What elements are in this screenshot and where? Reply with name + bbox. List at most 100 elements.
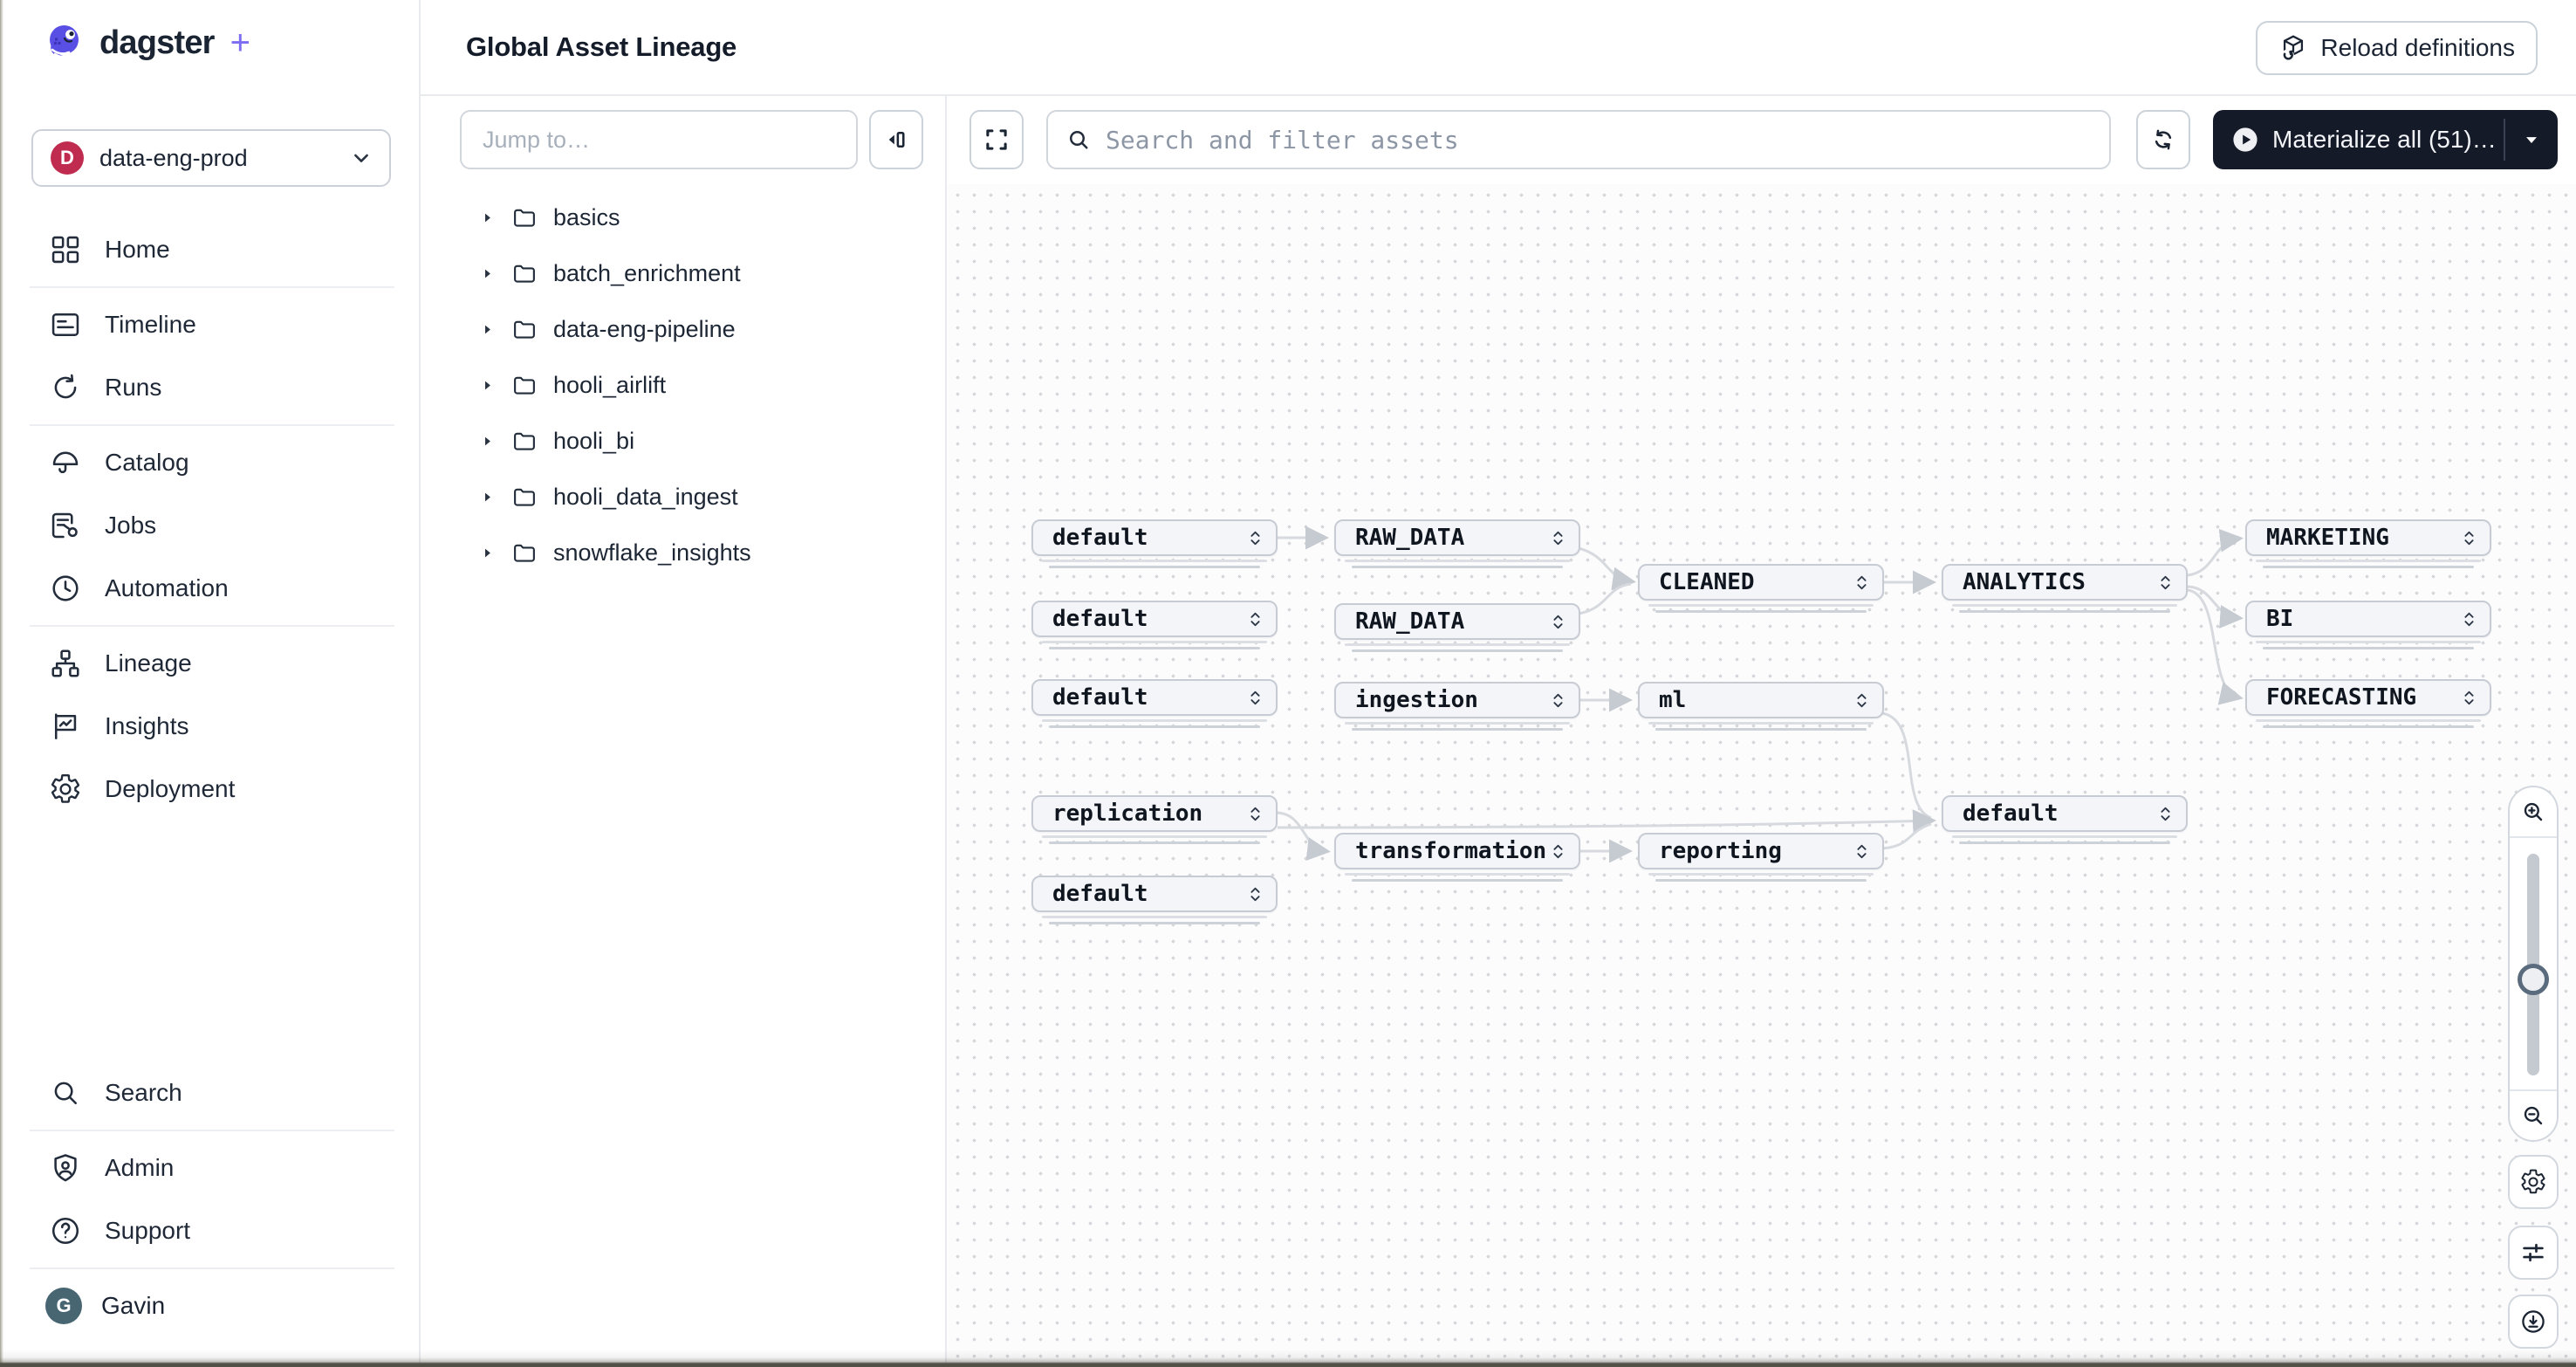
graph-node-ml[interactable]: ml (1638, 682, 1884, 731)
play-circle-icon (2230, 125, 2260, 155)
graph-node-transformation[interactable]: transformation (1334, 833, 1580, 882)
sidebar-item-insights[interactable]: Insights (0, 695, 419, 758)
zoom-in-icon (2520, 799, 2546, 825)
dagster-logo-icon (45, 23, 86, 63)
sidebar-item-label: Automation (105, 574, 229, 601)
materialize-all-label: Materialize all (51)… (2272, 126, 2497, 153)
tree-folder-label: hooli_bi (553, 427, 635, 454)
asset-search-input[interactable] (1104, 124, 2092, 155)
tree-folder-hooli_data_ingest[interactable]: hooli_data_ingest (421, 469, 945, 525)
zoom-controls (2508, 786, 2559, 1142)
folder-icon (506, 539, 543, 566)
graph-node-label: RAW_DATA (1355, 525, 1465, 551)
sidebar-item-label: Catalog (105, 449, 189, 476)
user-name: Gavin (101, 1292, 166, 1319)
search-icon (49, 1076, 82, 1109)
graph-node-CLEANED[interactable]: CLEANED (1638, 564, 1884, 613)
sidebar-item-catalog[interactable]: Catalog (0, 431, 419, 494)
graph-node-ingestion[interactable]: ingestion (1334, 682, 1580, 731)
fullscreen-icon (983, 126, 1011, 154)
unfold-icon (1249, 805, 1262, 823)
fullscreen-button[interactable] (969, 110, 1024, 169)
refresh-button[interactable] (2136, 110, 2190, 169)
collapse-panel-button[interactable] (869, 110, 923, 169)
materialize-all-main[interactable]: Materialize all (51)… (2213, 110, 2504, 169)
reload-definitions-button[interactable]: Reload definitions (2256, 21, 2538, 75)
graph-edge (1275, 811, 1331, 861)
graph-node-FORECASTING[interactable]: FORECASTING (2245, 679, 2491, 728)
user-menu[interactable]: G Gavin (0, 1274, 419, 1337)
reload-cube-icon (2278, 33, 2308, 63)
graph-node-label: reporting (1659, 838, 1782, 864)
graph-node-default[interactable]: default (1031, 519, 1278, 568)
graph-node-default[interactable]: default (1942, 795, 2188, 844)
sidebar-item-label: Admin (105, 1154, 175, 1181)
unfold-icon (1249, 885, 1262, 903)
sliders-icon (2519, 1239, 2547, 1267)
materialize-all-button[interactable]: Materialize all (51)… (2213, 110, 2558, 169)
graph-filters-button[interactable] (2508, 1226, 2559, 1280)
graph-node-label: default (1052, 881, 1148, 907)
tree-folder-data-eng-pipeline[interactable]: data-eng-pipeline (421, 301, 945, 357)
gear-icon (2519, 1168, 2547, 1196)
support-icon (49, 1214, 82, 1247)
sidebar-item-admin[interactable]: Admin (0, 1137, 419, 1199)
unfold-icon (1552, 613, 1565, 631)
graph-node-RAW_DATA[interactable]: RAW_DATA (1334, 519, 1580, 568)
graph-node-RAW_DATA[interactable]: RAW_DATA (1334, 603, 1580, 652)
sidebar-item-home[interactable]: Home (0, 218, 419, 281)
unfold-icon (1249, 610, 1262, 629)
brand[interactable]: dagster + (45, 23, 250, 63)
sidebar-item-deployment[interactable]: Deployment (0, 758, 419, 821)
graph-node-replication[interactable]: replication (1031, 795, 1278, 844)
download-icon (2519, 1308, 2547, 1336)
graph-node-label: ingestion (1355, 687, 1478, 713)
graph-node-label: ANALYTICS (1963, 569, 2086, 595)
tree-folder-hooli_airlift[interactable]: hooli_airlift (421, 357, 945, 413)
graph-node-default[interactable]: default (1031, 876, 1278, 924)
automation-icon (49, 572, 82, 605)
jump-to-input[interactable] (460, 110, 858, 169)
graph-node-default[interactable]: default (1031, 679, 1278, 728)
sidebar-item-support[interactable]: Support (0, 1199, 419, 1262)
materialize-dropdown-toggle[interactable] (2505, 110, 2558, 169)
zoom-slider-handle[interactable] (2518, 964, 2549, 995)
unfold-icon (1855, 691, 1868, 710)
window-left-edge (0, 0, 3, 1367)
sidebar-item-automation[interactable]: Automation (0, 557, 419, 620)
sidebar-divider (30, 1130, 394, 1131)
graph-node-ANALYTICS[interactable]: ANALYTICS (1942, 564, 2188, 613)
tree-folder-snowflake_insights[interactable]: snowflake_insights (421, 525, 945, 580)
sidebar-item-jobs[interactable]: Jobs (0, 494, 419, 557)
graph-edge (2187, 585, 2244, 629)
zoom-in-button[interactable] (2510, 787, 2557, 838)
caret-right-icon (471, 433, 503, 450)
sidebar-item-runs[interactable]: Runs (0, 356, 419, 419)
graph-node-default[interactable]: default (1031, 601, 1278, 649)
tree-folder-hooli_bi[interactable]: hooli_bi (421, 413, 945, 469)
graph-settings-button[interactable] (2508, 1155, 2559, 1209)
download-image-button[interactable] (2508, 1295, 2559, 1349)
sidebar-item-timeline[interactable]: Timeline (0, 293, 419, 356)
sidebar-item-search[interactable]: Search (0, 1061, 419, 1124)
catalog-icon (49, 446, 82, 479)
sidebar-item-lineage[interactable]: Lineage (0, 632, 419, 695)
tree-folder-basics[interactable]: basics (421, 189, 945, 245)
explorer-toolbar (421, 96, 947, 184)
graph-edges (1275, 526, 2244, 863)
graph-node-BI[interactable]: BI (2245, 601, 2491, 649)
graph-node-MARKETING[interactable]: MARKETING (2245, 519, 2491, 568)
zoom-out-button[interactable] (2510, 1089, 2557, 1140)
sidebar-item-label: Insights (105, 712, 189, 739)
graph-node-reporting[interactable]: reporting (1638, 833, 1884, 882)
deployment-select[interactable]: D data-eng-prod (31, 129, 391, 187)
avatar: G (45, 1288, 82, 1324)
graph-node-label: replication (1052, 800, 1203, 827)
graph-node-label: FORECASTING (2266, 684, 2417, 711)
tree-folder-batch_enrichment[interactable]: batch_enrichment (421, 245, 945, 301)
lineage-icon (49, 647, 82, 680)
